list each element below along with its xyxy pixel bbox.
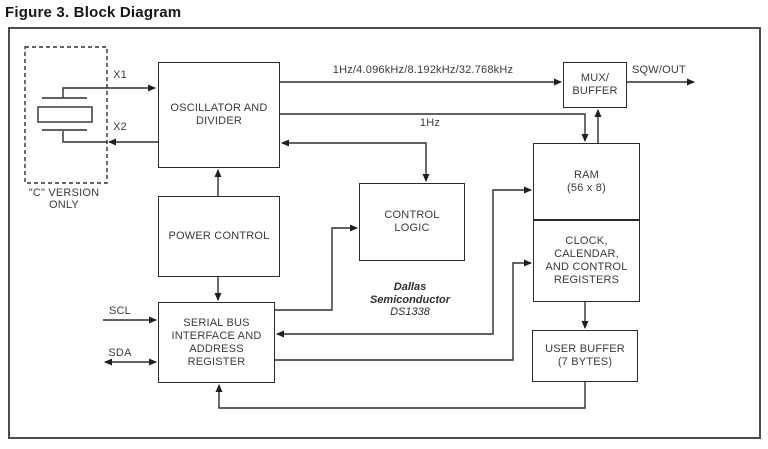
oscillator-control-line [281,139,430,182]
clock-calendar-label-line4: REGISTERS [553,274,620,286]
clock-calendar-label-line2: CALENDAR, [554,248,619,260]
serial-bus-label-line1: SERIAL BUS [183,316,250,329]
serial-bus-label-line2: INTERFACE AND [171,329,262,342]
user-buffer-label-line1: USER BUFFER [545,343,625,355]
one-hz-label: 1Hz [419,117,441,129]
one-hz-line [280,113,589,142]
userbuffer-to-serial-line [215,382,586,409]
control-logic-block: CONTROL LOGIC [359,183,465,261]
ram-label-line1: RAM [573,168,600,181]
figure-title: Figure 3. Block Diagram [5,4,182,21]
vendor-name-line1: Dallas [393,281,427,293]
scl-label: SCL [109,305,131,317]
freq-output-label: 1Hz/4.096kHz/8.192kHz/32.768kHz [332,64,514,76]
serial-ram-bus-line [276,186,532,338]
clock-calendar-label-line1: CLOCK, [565,235,608,247]
part-number: DS1338 [390,306,430,318]
crystal-note-line2: ONLY [49,199,79,211]
sda-label: SDA [108,347,132,359]
vendor-name-line2: Semiconductor [369,293,451,306]
clock-calendar-label-line3: AND CONTROL [545,261,628,273]
crystal-note: "C" VERSION ONLY [16,187,112,211]
mux-buffer-block: MUX/ BUFFER [563,62,627,108]
serial-bus-label-line3: ADDRESS [189,342,244,355]
ram-block: RAM (56 x 8) [533,143,640,220]
crystal-dashed-box [24,46,108,184]
crystal-icon [37,97,93,131]
vendor-branding: Dallas Semiconductor DS1338 [345,281,475,319]
user-buffer-label-line2: (7 BYTES) [557,356,613,368]
oscillator-label-line2: DIVIDER [195,115,243,127]
x2-line-tail [62,131,107,143]
x1-line [62,84,156,98]
user-buffer-block: USER BUFFER (7 BYTES) [532,330,638,382]
x1-label: X1 [113,69,127,81]
oscillator-label-line1: OSCILLATOR AND [170,102,268,114]
ram-label-line2: (56 x 8) [567,181,606,194]
serial-bus-block: SERIAL BUS INTERFACE AND ADDRESS REGISTE… [158,302,275,383]
power-control-label: POWER CONTROL [168,230,270,242]
control-logic-label-line2: LOGIC [394,222,430,234]
serial-to-clock-line [275,259,532,361]
mux-buffer-label-line1: MUX/ [580,72,610,84]
clock-calendar-block: CLOCK, CALENDAR, AND CONTROL REGISTERS [533,220,640,302]
x2-label: X2 [113,121,127,133]
diagram-border [8,27,761,439]
crystal-note-line1: "C" VERSION [28,187,100,199]
sqw-out-label: SQW/OUT [632,64,686,76]
oscillator-block: OSCILLATOR AND DIVIDER [158,62,280,168]
serial-bus-label-line4: REGISTER [187,355,246,368]
power-control-block: POWER CONTROL [158,196,280,277]
control-logic-label-line1: CONTROL [384,209,440,221]
mux-buffer-label-line2: BUFFER [572,85,618,97]
